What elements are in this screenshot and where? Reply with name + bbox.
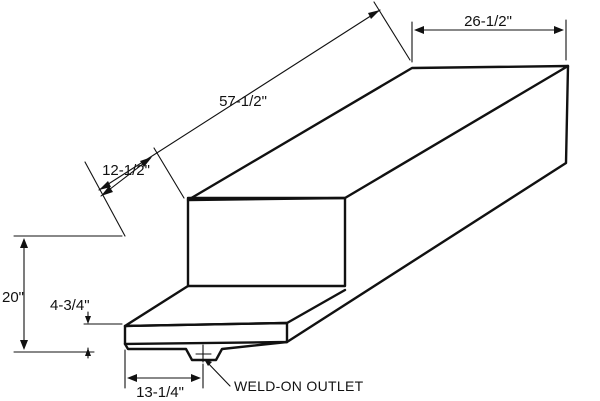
step-top-face	[123, 284, 347, 328]
dim-outlet-offset: 13-1/4"	[124, 349, 204, 401]
dim-top-width-label: 26-1/2"	[464, 13, 512, 30]
dim-height: 20"	[2, 235, 123, 353]
tall-section-top-face	[188, 66, 568, 200]
bottom-edge-with-sump	[123, 340, 289, 362]
step-front-face	[123, 321, 289, 346]
callout-outlet-label: WELD-ON OUTLET	[234, 378, 364, 394]
dim-height-label: 20"	[2, 289, 24, 306]
dim-top-width: 26-1/2"	[411, 13, 567, 63]
tank-body	[123, 64, 570, 362]
dim-step-depth-label: 12-1/2"	[102, 162, 150, 179]
dim-step-depth: 12-1/2"	[100, 147, 185, 199]
dim-step-height-label: 4-3/4"	[50, 297, 90, 314]
tall-section-front-face	[186, 196, 347, 288]
right-side-edge	[285, 64, 570, 344]
dim-length: 57-1/2"	[84, 1, 411, 237]
outlet-marker	[195, 344, 212, 363]
dim-step-height: 4-3/4"	[50, 297, 123, 359]
dim-length-label: 57-1/2"	[219, 93, 267, 110]
callout-outlet: WELD-ON OUTLET	[204, 359, 364, 394]
dim-outlet-offset-label: 13-1/4"	[136, 384, 184, 401]
